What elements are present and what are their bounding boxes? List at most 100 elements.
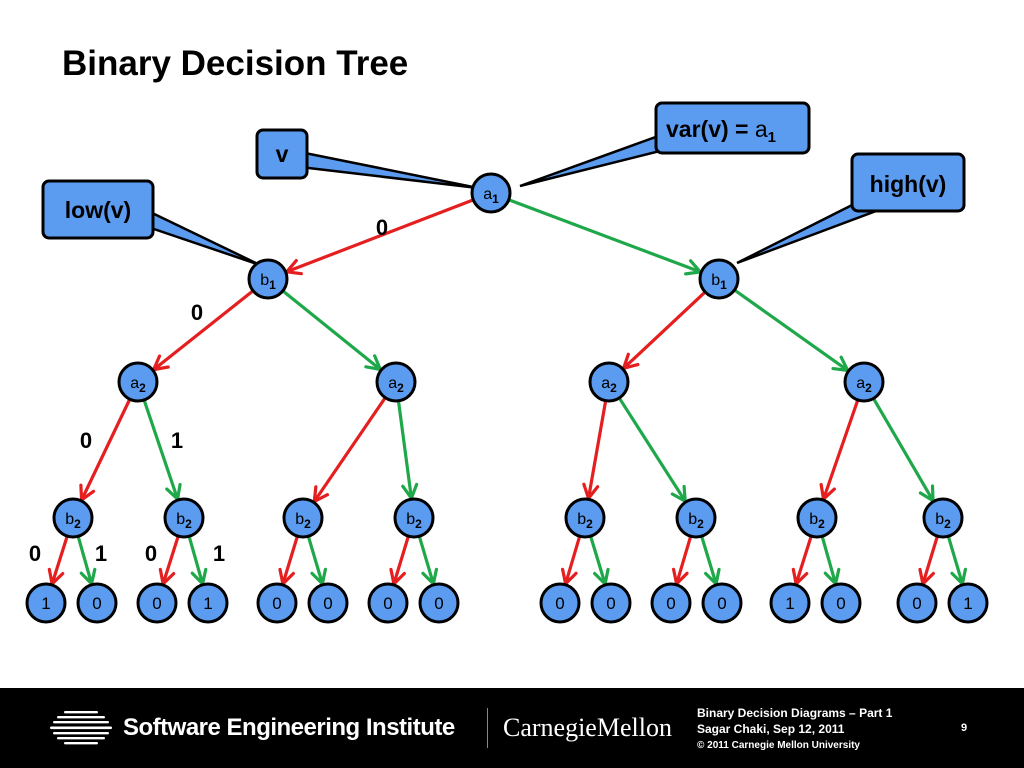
- high-edge-arrow: [187, 536, 202, 584]
- svg-text:b2: b2: [577, 511, 593, 531]
- low-edge-arrow: [163, 536, 180, 584]
- tree-node-b1-left: b1: [247, 258, 289, 300]
- high-edge-arrow: [618, 397, 685, 501]
- leaf-node: 0: [701, 582, 743, 624]
- svg-text:b2: b2: [688, 511, 704, 531]
- terminal-leaves: 1 0 0 1 0 0 0 0 0 0 0 0 1 0 0 1: [25, 582, 989, 624]
- tree-node-b2: b2: [52, 497, 94, 539]
- leaf-value: 0: [92, 594, 101, 613]
- high-edge-arrow: [734, 289, 847, 371]
- low-edge-arrow: [677, 536, 692, 584]
- leaf-node: 1: [769, 582, 811, 624]
- low-edge-arrow: [394, 536, 410, 584]
- edge-label-4: 0: [29, 541, 41, 566]
- tree-node-b2: b2: [564, 497, 606, 539]
- leaf-value: 0: [836, 594, 845, 613]
- node-label-sub: 2: [697, 517, 704, 531]
- svg-text:b2: b2: [809, 511, 825, 531]
- leaf-value: 1: [203, 594, 212, 613]
- svg-text:a2: a2: [601, 375, 617, 395]
- node-label-sub: 2: [610, 381, 617, 395]
- leaf-node: 0: [820, 582, 862, 624]
- callout-low-label: low(v): [65, 197, 131, 223]
- edge-label-0: 0: [376, 215, 388, 240]
- node-label-main: a: [856, 375, 865, 392]
- tree-nodes: a1 b1 b1 a2 a2 a2 a2 b2 b2 b2 b2 b2 b2 b…: [52, 172, 964, 539]
- callout-high: high(v): [736, 152, 966, 265]
- high-edge-arrow: [509, 198, 701, 272]
- node-label-sub: 1: [492, 192, 499, 206]
- node-label-sub: 2: [139, 381, 146, 395]
- node-label-sub: 2: [818, 517, 825, 531]
- node-label-sub: 2: [304, 517, 311, 531]
- leaf-value: 0: [272, 594, 281, 613]
- leaf-node: 0: [896, 582, 938, 624]
- node-label-main: b: [688, 511, 697, 528]
- tree-node-b2: b2: [922, 497, 964, 539]
- low-edge-arrow: [624, 291, 706, 369]
- edge-labels: 0 0 0 1 0 1 0 1: [29, 215, 388, 566]
- page-number: 9: [961, 722, 968, 734]
- leaf-value: 0: [912, 594, 921, 613]
- node-label-main: b: [260, 272, 269, 289]
- svg-text:b2: b2: [935, 511, 951, 531]
- leaf-node: 0: [367, 582, 409, 624]
- svg-text:a2: a2: [130, 375, 146, 395]
- low-edge-arrow: [154, 290, 254, 369]
- leaf-node: 0: [590, 582, 632, 624]
- leaf-node: 1: [25, 582, 67, 624]
- tree-node-b2: b2: [282, 497, 324, 539]
- footer-divider: [487, 708, 488, 748]
- edges: [52, 198, 962, 584]
- high-edge-arrow: [76, 536, 91, 584]
- edge-label-3: 1: [171, 428, 183, 453]
- high-edge-arrow: [282, 290, 381, 370]
- binary-decision-tree-diagram: v low(v) var(v) = a1 high(v) 0 0 0 1 0 1…: [25, 101, 989, 624]
- svg-text:a2: a2: [388, 375, 404, 395]
- low-edge-arrow: [923, 536, 939, 584]
- node-label-sub: 1: [269, 278, 276, 292]
- leaf-value: 0: [383, 594, 392, 613]
- low-edge-arrow: [314, 397, 387, 502]
- slide-title: Binary Decision Tree: [62, 44, 409, 83]
- node-label-main: b: [809, 511, 818, 528]
- callout-v-label: v: [276, 141, 289, 167]
- svg-text:b2: b2: [65, 511, 81, 531]
- institute-name: Software Engineering Institute: [123, 714, 455, 741]
- copyright-notice: © 2011 Carnegie Mellon University: [697, 740, 860, 751]
- svg-text:b2: b2: [176, 511, 192, 531]
- node-label-sub: 2: [74, 517, 81, 531]
- leaf-value: 1: [785, 594, 794, 613]
- callout-var: var(v) = a1: [519, 101, 811, 188]
- tree-node-b2: b2: [675, 497, 717, 539]
- edge-label-5: 1: [95, 541, 107, 566]
- svg-text:b1: b1: [711, 272, 727, 292]
- high-edge-arrow: [307, 536, 323, 584]
- presentation-author-date: Sagar Chaki, Sep 12, 2011: [697, 722, 845, 736]
- node-label-main: a: [388, 375, 397, 392]
- node-label-sub: 2: [865, 381, 872, 395]
- node-label-main: b: [935, 511, 944, 528]
- leaf-node: 0: [307, 582, 349, 624]
- presentation-title: Binary Decision Diagrams – Part 1: [697, 706, 893, 720]
- tree-node-a1: a1: [470, 172, 512, 214]
- callout-var-variable: a: [755, 116, 768, 142]
- university-name: CarnegieMellon: [503, 713, 672, 742]
- svg-text:var(v) = a1: var(v) = a1: [666, 116, 776, 146]
- high-edge-arrow: [418, 536, 434, 584]
- high-edge-arrow: [872, 398, 933, 500]
- leaf-value: 1: [41, 594, 50, 613]
- tree-node-b2: b2: [393, 497, 435, 539]
- edge-label-2: 0: [80, 428, 92, 453]
- high-edge-arrow: [820, 536, 835, 584]
- svg-text:a1: a1: [483, 186, 499, 206]
- svg-text:a2: a2: [856, 375, 872, 395]
- leaf-value: 0: [555, 594, 564, 613]
- node-label-main: a: [483, 186, 492, 203]
- leaf-node: 0: [539, 582, 581, 624]
- leaf-node: 0: [256, 582, 298, 624]
- callout-var-subscript: 1: [768, 129, 776, 146]
- node-label-main: b: [406, 511, 415, 528]
- tree-node-b1-right: b1: [698, 258, 740, 300]
- callout-low: low(v): [41, 179, 261, 267]
